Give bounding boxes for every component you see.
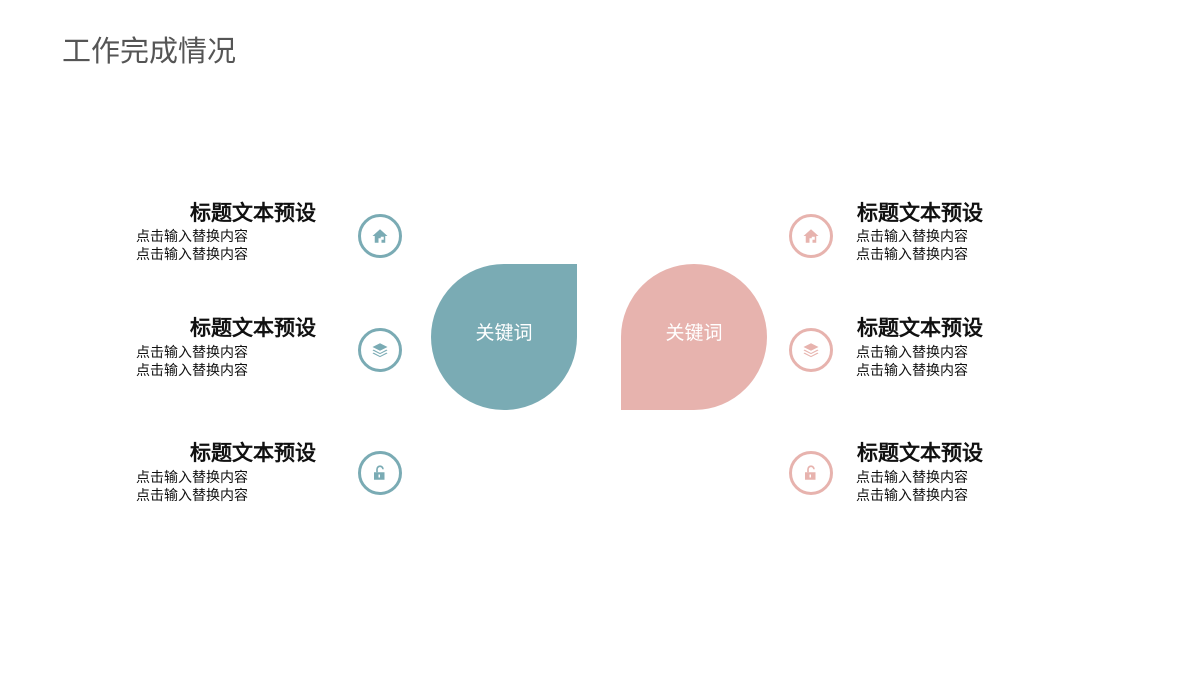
- page-title: 工作完成情况: [62, 34, 237, 68]
- item-title: 标题文本预设: [857, 440, 983, 465]
- home-icon: [803, 229, 819, 243]
- item-title: 标题文本预设: [857, 315, 983, 340]
- unlock-icon-ring: [789, 451, 833, 495]
- item-desc-line1: 点击输入替换内容: [136, 229, 248, 245]
- layers-icon: [803, 343, 819, 358]
- item-desc-line2: 点击输入替换内容: [856, 488, 968, 504]
- unlock-icon: [374, 465, 385, 480]
- home-icon-ring: [789, 214, 833, 258]
- item-title: 标题文本预设: [190, 315, 316, 340]
- item-desc-line2: 点击输入替换内容: [136, 488, 248, 504]
- keyword-left: 关键词: [475, 321, 533, 344]
- keyword-drop-right: 关键词: [621, 264, 767, 410]
- unlock-icon: [805, 465, 816, 480]
- item-title: 标题文本预设: [190, 200, 316, 225]
- item-desc-line1: 点击输入替换内容: [136, 345, 248, 361]
- unlock-icon-ring: [358, 451, 402, 495]
- keyword-right: 关键词: [665, 321, 723, 344]
- item-title: 标题文本预设: [857, 200, 983, 225]
- item-desc-line2: 点击输入替换内容: [136, 363, 248, 379]
- layers-icon-ring: [789, 328, 833, 372]
- item-desc-line2: 点击输入替换内容: [856, 363, 968, 379]
- item-desc-line2: 点击输入替换内容: [136, 247, 248, 263]
- keyword-drop-left: 关键词: [431, 264, 577, 410]
- item-title: 标题文本预设: [190, 440, 316, 465]
- layers-icon: [372, 343, 388, 358]
- item-desc-line1: 点击输入替换内容: [136, 470, 248, 486]
- layers-icon-ring: [358, 328, 402, 372]
- home-icon: [372, 229, 388, 243]
- item-desc-line2: 点击输入替换内容: [856, 247, 968, 263]
- item-desc-line1: 点击输入替换内容: [856, 470, 968, 486]
- item-desc-line1: 点击输入替换内容: [856, 229, 968, 245]
- home-icon-ring: [358, 214, 402, 258]
- item-desc-line1: 点击输入替换内容: [856, 345, 968, 361]
